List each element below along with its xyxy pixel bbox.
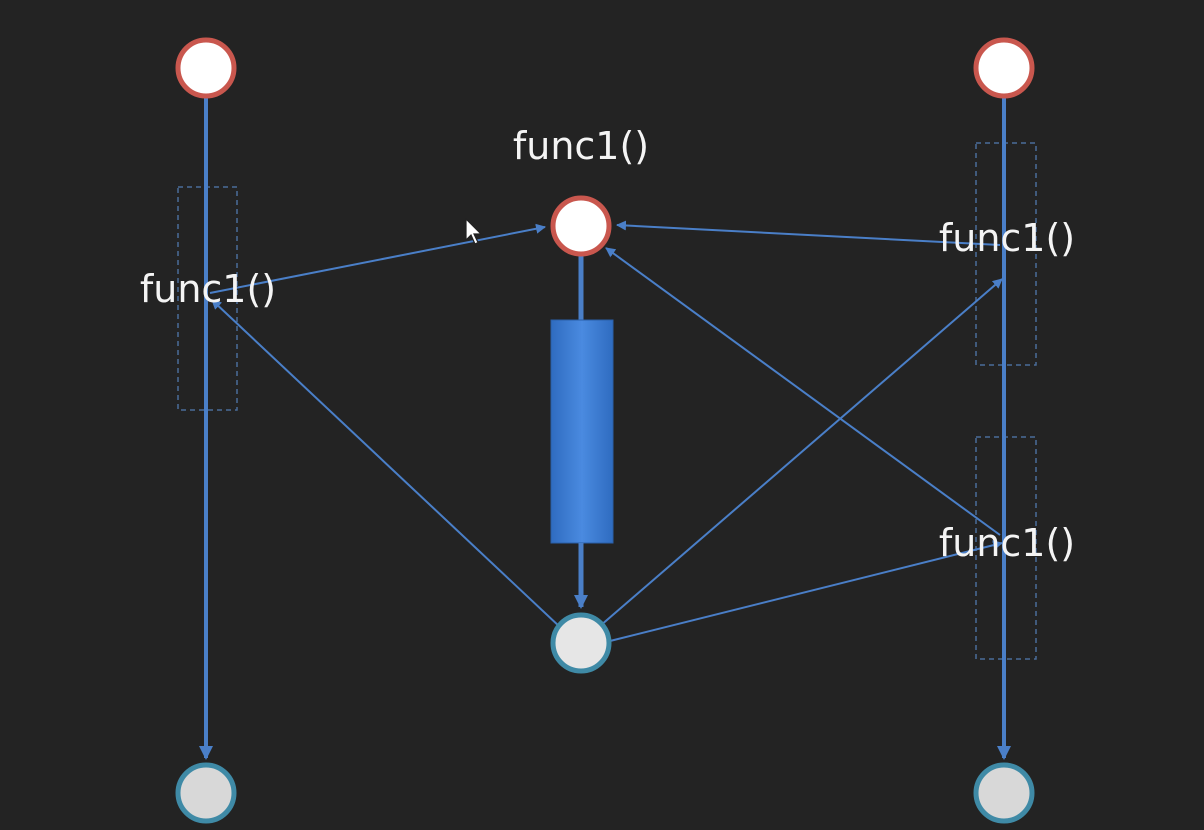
edge-left-to-center — [209, 223, 546, 294]
right-upper-func-label: func1() — [938, 216, 1076, 260]
edge-right-upper-to-center — [616, 220, 1001, 246]
edge-right-lower-to-center — [605, 247, 1001, 536]
center-execution-block — [550, 319, 614, 544]
edge-center-bottom-to-left — [211, 299, 562, 629]
mouse-cursor-icon — [465, 218, 483, 245]
left-func-label: func1() — [139, 267, 277, 311]
left-start-node — [175, 37, 237, 99]
edge-center-bottom-to-right-upper — [599, 278, 1003, 627]
right-lower-func-label: func1() — [938, 521, 1076, 565]
center-end-node — [550, 612, 612, 674]
right-start-node — [973, 37, 1035, 99]
center-start-node — [550, 195, 612, 257]
edge-center-bottom-to-right-lower — [609, 540, 1003, 642]
left-end-node — [175, 762, 237, 824]
right-end-node — [973, 762, 1035, 824]
center-func-label: func1() — [512, 124, 650, 168]
